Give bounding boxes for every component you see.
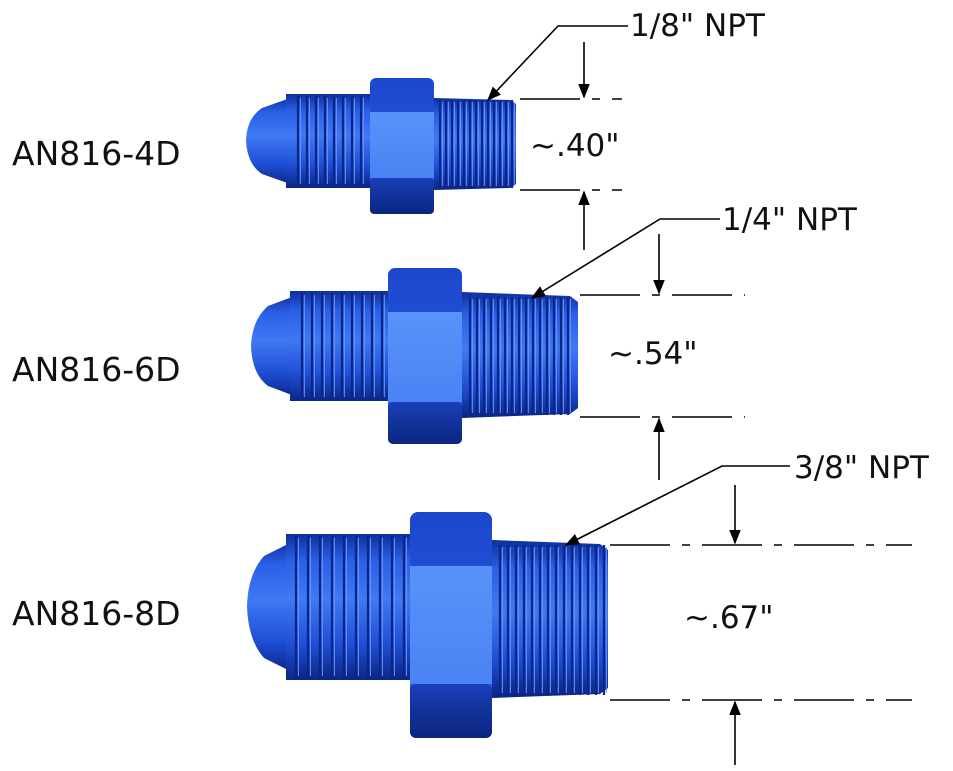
npt-threads-8d xyxy=(498,545,608,695)
an-threads-8d xyxy=(294,536,407,678)
dimension-4d: ~.40" xyxy=(530,128,620,164)
an-threads-4d xyxy=(296,96,364,186)
thread-size-8d: 3/8" NPT xyxy=(794,450,930,486)
thread-size-4d: 1/8" NPT xyxy=(630,8,766,44)
an-threads-6d xyxy=(300,293,385,399)
dimension-8d: ~.67" xyxy=(684,600,774,636)
dimension-6d: ~.54" xyxy=(608,336,698,372)
fitting-8d-drawing xyxy=(247,512,608,738)
part-number-an816-6d: AN816-6D xyxy=(12,350,181,389)
fitting-an816-6d: AN816-6D 1/4" NPT ~.54" xyxy=(12,202,858,480)
thread-size-6d: 1/4" NPT xyxy=(722,202,858,238)
fitting-an816-8d: AN816-8D 3/8" NPT ~.67" xyxy=(12,450,930,765)
fitting-an816-4d: AN816-4D 1/8" NPT ~.40" xyxy=(12,8,766,250)
npt-threads-4d xyxy=(438,100,516,188)
part-number-an816-4d: AN816-4D xyxy=(12,134,181,173)
fitting-4d-drawing xyxy=(246,78,516,214)
fitting-6d-drawing xyxy=(251,268,578,444)
npt-threads-6d xyxy=(468,297,572,415)
part-number-an816-8d: AN816-8D xyxy=(12,594,181,633)
